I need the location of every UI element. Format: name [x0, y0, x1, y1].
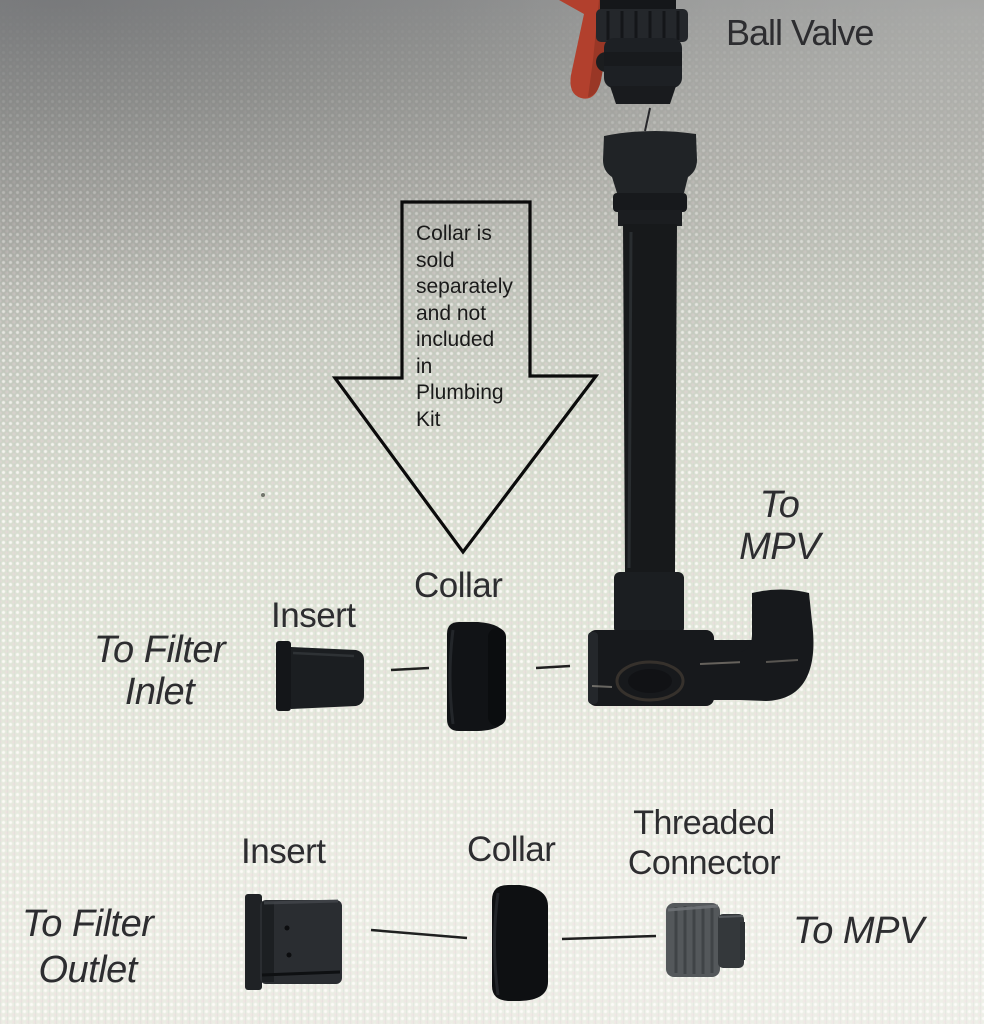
standpipe: [623, 224, 677, 575]
outlet-insert-label-text: Insert: [241, 832, 326, 871]
inlet-dash-2: [535, 664, 571, 670]
callout-line-4: and not: [416, 301, 487, 325]
inlet-insert-label-text: Insert: [271, 596, 356, 635]
to-mpv-upper-label: To MPV: [707, 484, 852, 568]
callout-line-7: Plumbing: [416, 381, 504, 404]
union-step: [618, 210, 682, 226]
to-mpv-outlet-label: To MPV: [793, 910, 924, 952]
ball-valve-part: [559, 0, 688, 132]
inlet-collar-part: [447, 622, 506, 731]
threaded-connector-line2: Connector: [627, 844, 781, 882]
outlet-collar-label: Collar: [467, 830, 556, 870]
to-filter-inlet-line1: To Filter: [93, 629, 226, 671]
inlet-collar-rim: [448, 629, 455, 725]
to-mpv-outlet-label-text: To MPV: [793, 910, 924, 952]
union-cap: [603, 130, 697, 193]
valve-nut-knurling: [606, 11, 680, 40]
elbow-reflection: [765, 659, 799, 663]
callout-line-5: included: [416, 328, 495, 351]
inlet-insert-flange: [276, 641, 291, 711]
connection-lines: [370, 664, 657, 941]
standpipe-part: [614, 224, 684, 634]
dust-speck: [261, 493, 265, 497]
valve-pointer-line: [644, 107, 651, 132]
outlet-line-1: [370, 928, 468, 940]
inlet-insert-highlight: [292, 651, 355, 658]
to-mpv-upper-line2: MPV: [739, 526, 820, 568]
outlet-insert-part: [245, 894, 342, 990]
inlet-insert-part: [276, 641, 364, 711]
outlet-collar-part: [492, 885, 548, 1001]
valve-body-band: [604, 52, 682, 66]
tee-socket-ring: [615, 660, 685, 702]
outlet-insert-dot1: [284, 925, 290, 931]
outlet-line-2: [561, 934, 657, 941]
to-filter-inlet-label: To Filter Inlet: [57, 629, 262, 713]
ball-valve-label: Ball Valve: [726, 12, 874, 54]
threaded-connector-line1: Threaded: [633, 804, 775, 842]
connector-tail-step: [740, 922, 745, 960]
tee-body: [588, 630, 714, 706]
tee-fitting-part: [588, 630, 760, 706]
callout-down-arrow: [331, 200, 600, 555]
callout-line-3: separately: [416, 275, 513, 298]
to-filter-outlet-line2: Outlet: [38, 949, 137, 991]
threaded-connector-part: [666, 903, 745, 977]
to-mpv-upper-line1: To: [759, 484, 800, 526]
inlet-dash-1: [390, 666, 430, 672]
connector-cap-bevel: [667, 904, 719, 912]
elbow-body: [740, 589, 814, 701]
pipe-socket-bulge: [614, 572, 684, 634]
valve-bottom-taper: [610, 86, 676, 104]
outlet-insert-dot2: [286, 952, 292, 958]
connector-knurling: [674, 906, 714, 974]
elbow-fitting-part: [740, 589, 814, 701]
callout-note: Collar is sold separately and not includ…: [416, 221, 534, 433]
to-filter-outlet-label: To Filter Outlet: [22, 901, 154, 993]
inlet-collar-label-text: Collar: [414, 566, 503, 605]
inlet-insert-body: [291, 647, 364, 709]
outlet-insert-band: [262, 902, 274, 982]
outlet-collar-label-text: Collar: [467, 830, 556, 869]
connector-tail: [718, 914, 744, 968]
callout-line-6: in: [416, 354, 433, 378]
outlet-collar-body: [492, 885, 548, 1001]
inlet-collar-label: Collar: [414, 566, 503, 606]
valve-union-nut: [596, 9, 688, 42]
arm-reflection: [699, 661, 745, 665]
inlet-insert-label: Insert: [271, 596, 356, 636]
outlet-insert-lip: [261, 970, 341, 977]
callout-line-8: Kit: [416, 407, 441, 431]
union-ridge: [613, 193, 687, 212]
outlet-insert-highlight: [263, 899, 339, 905]
outlet-collar-rim: [493, 892, 500, 996]
to-filter-inlet-line2: Inlet: [124, 671, 195, 713]
standpipe-highlight: [627, 231, 633, 569]
ball-valve-label-text: Ball Valve: [726, 12, 874, 53]
inlet-collar-face: [488, 628, 506, 726]
threaded-connector-label: Threaded Connector: [598, 803, 810, 883]
union-collar-part: [603, 130, 697, 226]
callout-line-1: Collar is: [416, 222, 492, 245]
outlet-insert-flange: [245, 894, 262, 990]
left-port-reflection: [591, 685, 613, 688]
connector-tail-highlight: [718, 915, 744, 918]
tee-socket-hole: [628, 669, 672, 693]
to-filter-outlet-line1: To Filter: [22, 903, 154, 945]
outlet-insert-body: [260, 900, 342, 984]
callout-line-2: sold: [416, 248, 455, 272]
tee-left-face: [588, 632, 598, 704]
outlet-insert-label: Insert: [241, 832, 326, 872]
